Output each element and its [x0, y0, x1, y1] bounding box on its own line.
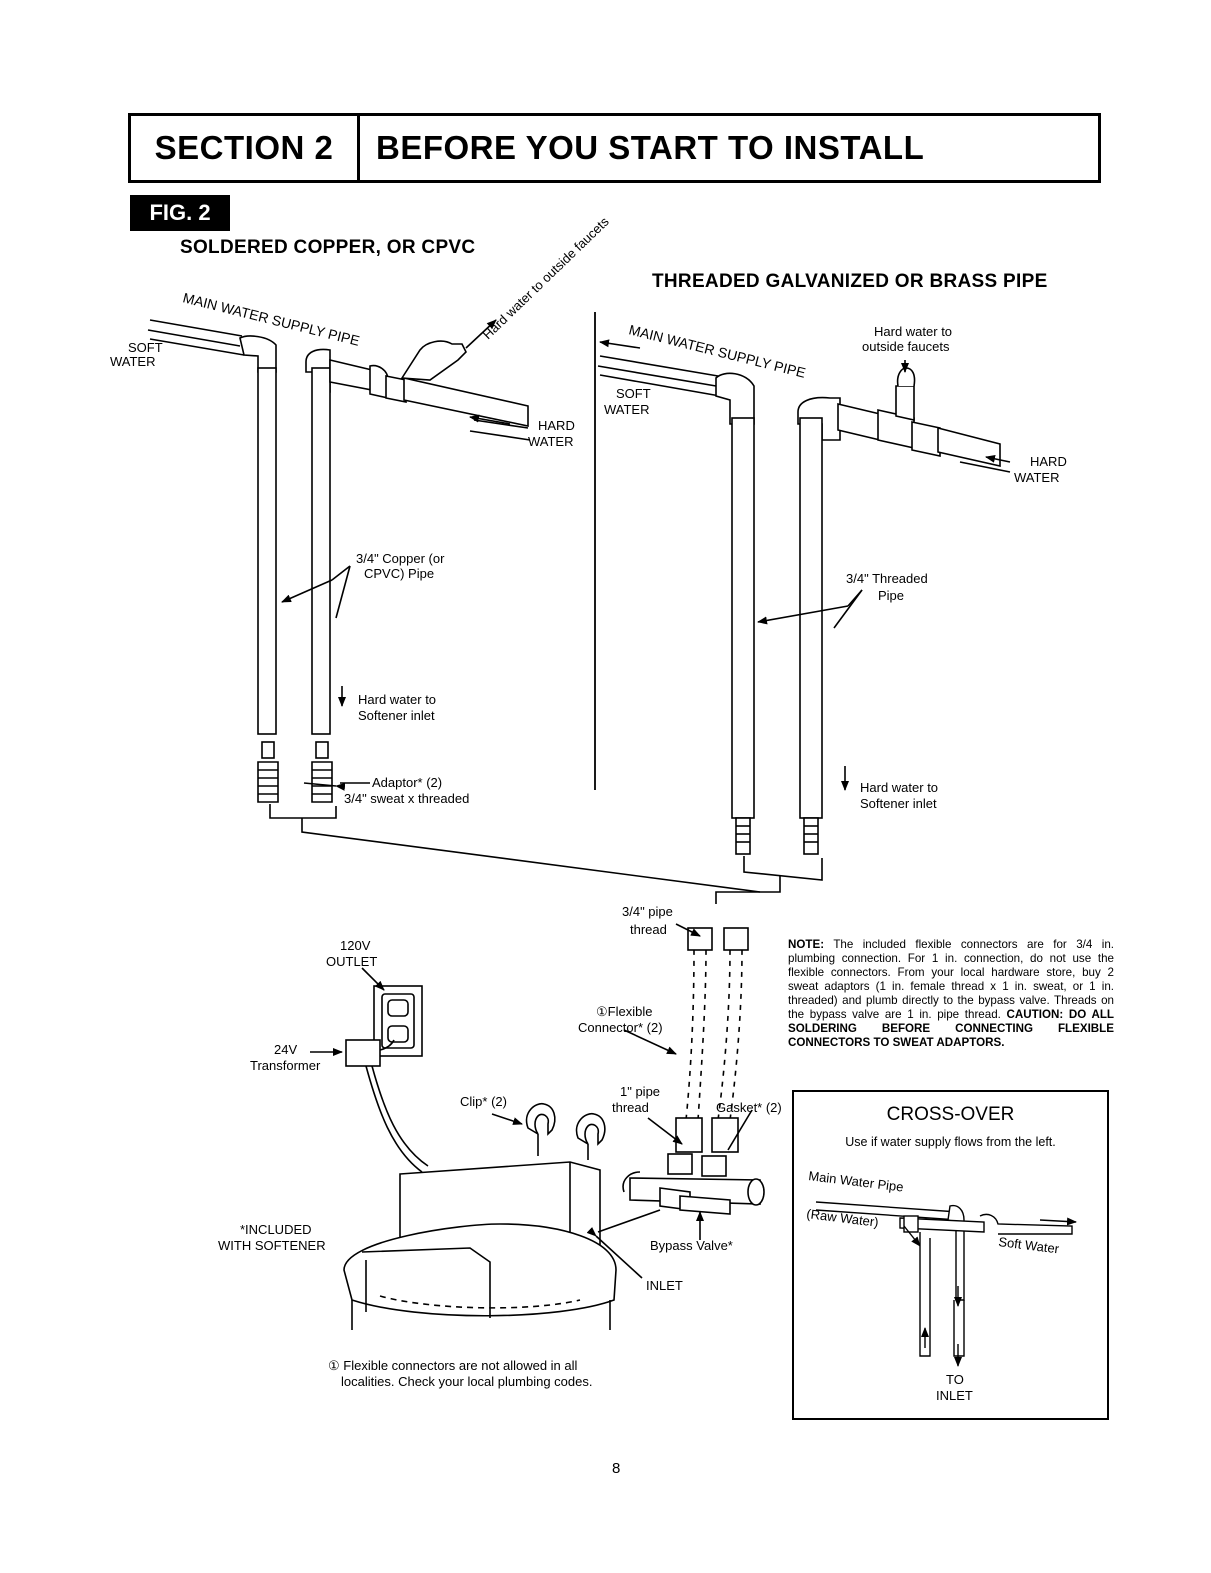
- outlet-label-2: OUTLET: [326, 954, 377, 969]
- bypass-valve: [622, 1153, 765, 1215]
- note-caution: CAUTION: DO ALL SOLDERING BEFORE CONNECT…: [788, 1008, 1114, 1049]
- right-soft-water-label-2: WATER: [604, 402, 650, 417]
- left-panel-heading: SOLDERED COPPER, OR CPVC: [180, 237, 476, 258]
- adaptor-label: Adaptor* (2): [372, 775, 442, 790]
- note-label: NOTE:: [788, 938, 825, 951]
- left-hard-water-label: HARD: [538, 418, 575, 433]
- right-pipe-label-2: Pipe: [878, 588, 904, 603]
- left-hard-water-label-2: WATER: [528, 434, 574, 449]
- figure-label: FIG. 2: [130, 195, 230, 231]
- electrical-outlet: [373, 985, 423, 1057]
- section-title: BEFORE YOU START TO INSTALL: [376, 129, 925, 166]
- left-pipe-label-2: CPVC) Pipe: [364, 566, 434, 581]
- footnote: ① Flexible connectors are not allowed in…: [328, 1358, 592, 1390]
- right-panel-heading: THREADED GALVANIZED OR BRASS PIPE: [652, 271, 1048, 292]
- crossover-title: CROSS-OVER: [886, 1104, 1015, 1125]
- pipe-thread-34-label-2: thread: [630, 922, 667, 937]
- left-hard-to-inlet-label: Hard water to: [358, 692, 436, 707]
- left-soft-pipe: [257, 367, 279, 803]
- right-main-pipe-label: MAIN WATER SUPPLY PIPE: [627, 321, 807, 380]
- water-softener: [343, 1161, 617, 1330]
- right-outside-faucets-label-2: outside faucets: [862, 339, 950, 354]
- left-main-supply-pipe: [147, 319, 277, 373]
- left-hard-pipe: [305, 319, 531, 803]
- transformer-label: 24V: [274, 1042, 297, 1057]
- right-hard-pipe: [797, 360, 1011, 855]
- note-box: NOTE: The included flexible connectors a…: [788, 938, 1114, 1050]
- section-number: SECTION 2: [131, 116, 360, 180]
- crossover-inlet-label: INLET: [936, 1388, 973, 1403]
- right-soft-water-label: SOFT: [616, 386, 651, 401]
- right-main-supply-pipe: [597, 339, 755, 425]
- left-soft-water-label-2: WATER: [110, 354, 156, 369]
- adaptor-label-2: 3/4" sweat x threaded: [344, 791, 469, 806]
- gasket-label: Gasket* (2): [716, 1100, 782, 1115]
- pipe-thread-1-label: 1" pipe: [620, 1084, 660, 1099]
- crossover-drawing: [815, 1201, 1077, 1367]
- transformer-label-2: Transformer: [250, 1058, 321, 1073]
- right-soft-pipe: [731, 417, 755, 855]
- crossover-soft-water-label: Soft Water: [998, 1234, 1061, 1256]
- left-soft-water-label: SOFT: [128, 340, 163, 355]
- right-hard-to-inlet-label: Hard water to: [860, 780, 938, 795]
- page-number: 8: [612, 1460, 621, 1477]
- footnote-line-1: ① Flexible connectors are not allowed in…: [328, 1358, 578, 1373]
- crossover-subtitle: Use if water supply flows from the left.: [845, 1135, 1056, 1149]
- inlet-label: INLET: [646, 1278, 683, 1293]
- right-hard-water-label: HARD: [1030, 454, 1067, 469]
- crossover-box: CROSS-OVER Use if water supply flows fro…: [792, 1090, 1109, 1420]
- clips: [525, 1103, 606, 1160]
- outlet-label: 120V: [340, 938, 371, 953]
- transformer: [345, 1039, 429, 1173]
- left-pipe-label: 3/4" Copper (or: [356, 551, 445, 566]
- bypass-valve-label: Bypass Valve*: [650, 1238, 733, 1253]
- right-hard-water-label-2: WATER: [1014, 470, 1060, 485]
- pipe-thread-1-label-2: thread: [612, 1100, 649, 1115]
- flexible-connector-label-2: Connector* (2): [578, 1020, 663, 1035]
- left-outside-faucets-label: Hard water to outside faucets: [480, 214, 612, 343]
- note-text: The included flexible connectors are for…: [788, 938, 1114, 1021]
- footnote-line-2: localities. Check your local plumbing co…: [341, 1374, 593, 1389]
- section-header: SECTION 2 BEFORE YOU START TO INSTALL: [128, 113, 1101, 183]
- flexible-connector-label: ①Flexible: [596, 1004, 652, 1019]
- flexible-connectors: [675, 927, 749, 1153]
- right-outside-faucets-label: Hard water to: [874, 324, 952, 339]
- left-hard-to-inlet-label-2: Softener inlet: [358, 708, 435, 723]
- right-pipe-label: 3/4" Threaded: [846, 571, 928, 586]
- pipe-thread-34-label: 3/4" pipe: [622, 904, 673, 919]
- crossover-to-label: TO: [946, 1372, 964, 1387]
- right-hard-to-inlet-label-2: Softener inlet: [860, 796, 937, 811]
- included-label-2: WITH SOFTENER: [218, 1238, 326, 1253]
- included-label: *INCLUDED: [240, 1222, 312, 1237]
- clip-label: Clip* (2): [460, 1094, 507, 1109]
